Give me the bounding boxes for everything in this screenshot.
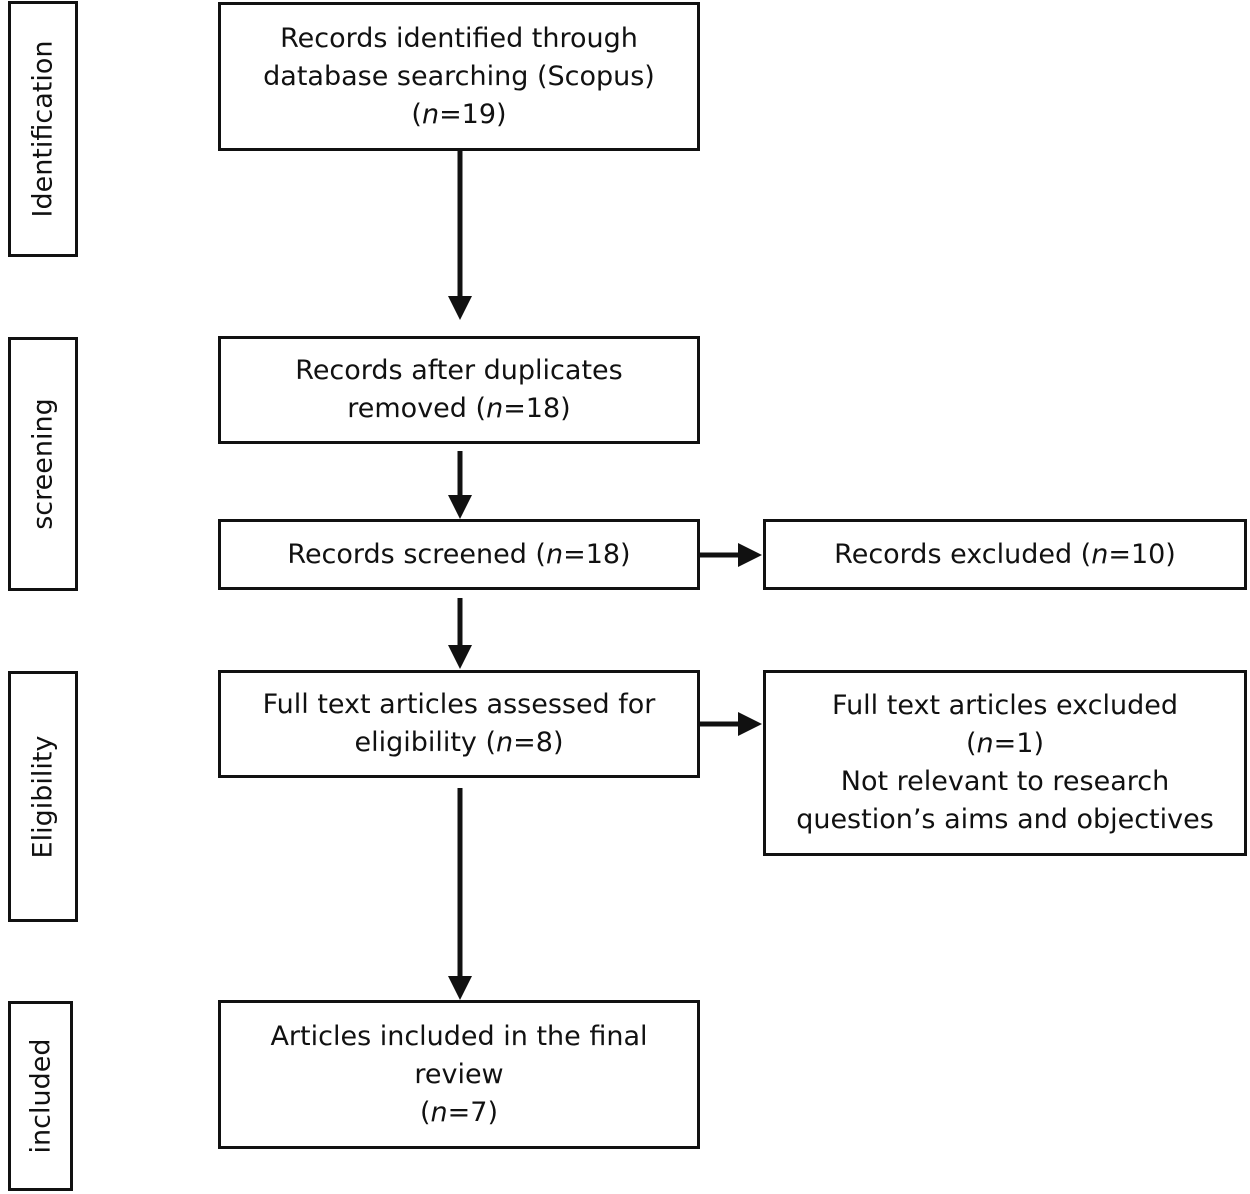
- arrowhead-duplicates-to-screened: [448, 495, 472, 519]
- records-excluded-text: Records excluded (n=10): [834, 538, 1176, 570]
- records-screened-box: Records screened (n=18): [218, 519, 700, 590]
- records-excluded-box: Records excluded (n=10): [763, 519, 1247, 590]
- assessed-line1: Full text articles assessed for: [262, 689, 656, 720]
- articles-included-box: Articles included in the final review (n…: [218, 1000, 700, 1149]
- arrowhead-identified-to-duplicates: [448, 296, 472, 320]
- records-after-duplicates-box: Records after duplicates removed (n=18): [218, 336, 700, 444]
- fulltext-assessed-box: Full text articles assessed for eligibil…: [218, 670, 700, 778]
- records-identified-line2: database searching (Scopus): [263, 60, 655, 92]
- fulltext-excluded-box: Full text articles excluded (n=1) Not re…: [763, 670, 1247, 856]
- records-identified-count: (n=19): [411, 98, 507, 130]
- records-screened-text: Records screened (n=18): [287, 538, 631, 570]
- phase-identification: Identification: [8, 1, 78, 257]
- fulltext-excluded-reason2: question’s aims and objectives: [796, 804, 1214, 835]
- arrowhead-assessed-to-included: [448, 976, 472, 1000]
- phase-screening: screening: [8, 337, 78, 591]
- fulltext-excluded-line1: Full text articles excluded: [832, 690, 1178, 721]
- arrowhead-assessed-to-fulltext-excluded: [738, 712, 762, 736]
- after-duplicates-line2: removed (n=18): [347, 393, 571, 424]
- included-count: (n=7): [419, 1096, 498, 1128]
- fulltext-excluded-reason1: Not relevant to research: [840, 766, 1170, 797]
- records-identified-line1: Records identified through: [280, 22, 638, 54]
- phase-eligibility: Eligibility: [8, 671, 78, 922]
- arrowhead-screened-to-excluded: [738, 543, 762, 567]
- fulltext-excluded-count: (n=1): [965, 728, 1044, 759]
- phase-included: included: [8, 1001, 73, 1191]
- assessed-line2: eligibility (n=8): [354, 727, 564, 758]
- included-line1: Articles included in the final: [270, 1020, 648, 1052]
- included-line2: review: [414, 1058, 504, 1090]
- records-identified-box: Records identified through database sear…: [218, 2, 700, 151]
- after-duplicates-line1: Records after duplicates: [295, 355, 623, 386]
- arrowhead-screened-to-assessed: [448, 645, 472, 669]
